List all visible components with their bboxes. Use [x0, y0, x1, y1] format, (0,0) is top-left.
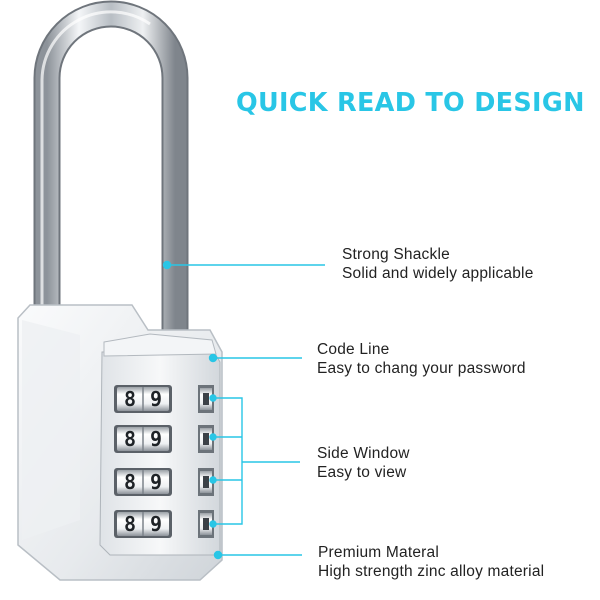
dial-digit: 9 — [150, 512, 162, 536]
dial-digit: 9 — [150, 387, 162, 411]
feature-strong-shackle: Strong Shackle Solid and widely applicab… — [342, 245, 534, 283]
feature-description: Easy to chang your password — [317, 360, 526, 377]
feature-code-line: Code Line Easy to chang your password — [317, 340, 526, 378]
side-window-bracket — [213, 397, 243, 525]
side-window-wheel — [198, 468, 214, 496]
feature-description: High strength zinc alloy material — [318, 563, 545, 580]
dial-digit: 8 — [124, 512, 136, 536]
dial-digit: 9 — [150, 427, 162, 451]
feature-description: Easy to view — [317, 464, 407, 481]
dial-digit: 8 — [124, 427, 136, 451]
dial-digit: 8 — [124, 470, 136, 494]
side-window-wheel — [198, 385, 214, 413]
shackle — [33, 0, 189, 330]
headline: QUICK READ TO DESIGN — [236, 88, 585, 118]
side-window-wheel — [198, 510, 214, 538]
side-window-wheel — [198, 425, 214, 453]
feature-title: Strong Shackle — [342, 246, 450, 263]
feature-title: Code Line — [317, 341, 390, 358]
feature-title: Side Window — [317, 445, 410, 462]
feature-description: Solid and widely applicable — [342, 265, 534, 282]
dial-digit: 8 — [124, 387, 136, 411]
callout-lines — [162, 260, 325, 560]
feature-side-window: Side Window Easy to view — [317, 444, 410, 482]
feature-premium-material: Premium Materal High strength zinc alloy… — [318, 543, 544, 581]
dial-digit: 9 — [150, 470, 162, 494]
feature-title: Premium Materal — [318, 544, 439, 561]
